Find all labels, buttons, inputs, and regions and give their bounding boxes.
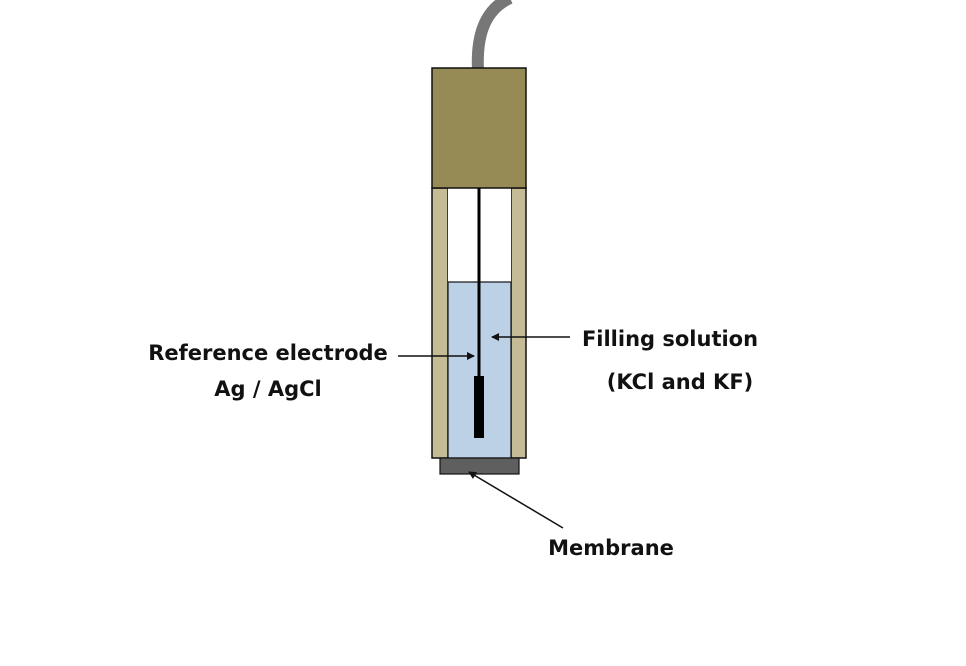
tube-wall-left	[431, 187, 449, 459]
tube-wall-right	[510, 187, 527, 459]
reference-electrode-label: Reference electrode	[148, 341, 388, 365]
electrode-cap	[431, 67, 527, 189]
ag-agcl-element	[474, 376, 484, 438]
reference-electrode-sublabel: Ag / AgCl	[214, 377, 321, 401]
filling-solution-label: Filling solution	[582, 327, 758, 351]
membrane-label: Membrane	[548, 536, 674, 560]
cable	[471, 0, 513, 71]
filling-solution-sublabel: (KCl and KF)	[607, 370, 754, 394]
membrane	[439, 457, 520, 475]
membrane-arrow	[468, 471, 564, 529]
electrode-body	[431, 67, 527, 475]
